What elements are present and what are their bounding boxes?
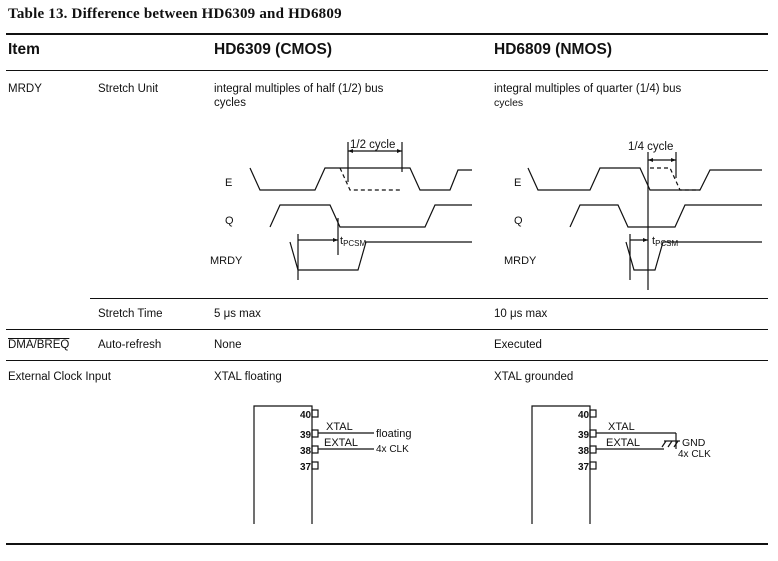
pin2-39: 39 xyxy=(578,430,590,441)
timing2-cycle-label: 1/4 cycle xyxy=(628,141,673,153)
row-mrdy-hd6309-line2: cycles xyxy=(214,97,246,109)
row-mrdy-hd6309-line1: integral multiples of half (1/2) bus xyxy=(214,83,384,95)
row-stretch-time-hd6309: 5 μs max xyxy=(214,308,261,320)
timing2-tpcsm-label: t xyxy=(652,235,655,247)
pin1-38: 38 xyxy=(300,446,312,457)
stretch-time-rule xyxy=(90,298,768,299)
pin-diagram-hd6309: 40 39 38 37 XTAL EXTAL floating 4x CLK xyxy=(253,405,411,524)
dma-rule xyxy=(6,329,768,330)
timing1-signal-q: Q xyxy=(225,215,234,227)
svg-text:tPCSM: tPCSM xyxy=(652,235,679,248)
pin1-37: 37 xyxy=(300,462,312,473)
timing1-cycle-label: 1/2 cycle xyxy=(350,139,395,151)
bottom-rule xyxy=(6,543,768,545)
timing1-signal-mrdy: MRDY xyxy=(210,255,243,267)
row-mrdy-stretch-unit: Stretch Unit xyxy=(98,83,159,95)
pin-diagram-hd6809: 40 39 38 37 XTAL EXTAL GND 4x CLK xyxy=(531,405,711,524)
row-dma-auto-refresh: Auto-refresh xyxy=(98,339,162,351)
timing1-tpcsm-label: t xyxy=(340,235,343,247)
pin1-40: 40 xyxy=(300,410,312,421)
row-dma-hd6309: None xyxy=(214,339,242,351)
row-stretch-time-label: Stretch Time xyxy=(98,308,163,320)
row-mrdy-hd6809-line1: integral multiples of quarter (1/4) bus xyxy=(494,83,682,95)
row-clock-hd6309: XTAL floating xyxy=(214,371,282,383)
timing-diagram-hd6309: 1/2 cycle E Q MRDY tPCSM xyxy=(210,139,472,280)
header-item: Item xyxy=(8,41,40,58)
row-dma-hd6809: Executed xyxy=(494,339,542,351)
timing1-signal-e: E xyxy=(225,177,232,189)
row-stretch-time-hd6809: 10 μs max xyxy=(494,308,548,320)
row-mrdy-item: MRDY xyxy=(8,83,42,95)
pin2-xtal-label: XTAL xyxy=(608,421,635,433)
row-clock-item: External Clock Input xyxy=(8,371,111,383)
clock-rule xyxy=(6,360,768,361)
header-hd6809: HD6809 (NMOS) xyxy=(494,41,612,58)
timing2-signal-e: E xyxy=(514,177,521,189)
timing2-signal-mrdy: MRDY xyxy=(504,255,537,267)
pin1-xtal-label: XTAL xyxy=(326,421,353,433)
pin2-extal-label: EXTAL xyxy=(606,437,640,449)
svg-text:tPCSM: tPCSM xyxy=(340,235,367,248)
timing2-tpcsm-subscript: PCSM xyxy=(655,239,678,248)
header-rule xyxy=(6,70,768,71)
row-dma-item: DMA/BREQ xyxy=(8,339,70,351)
pin2-gnd-note: GND xyxy=(682,437,706,449)
pin2-37: 37 xyxy=(578,462,590,473)
row-clock-hd6809: XTAL grounded xyxy=(494,371,574,383)
header-hd6309: HD6309 (CMOS) xyxy=(214,41,332,58)
pin1-clock-note: 4x CLK xyxy=(376,444,409,455)
table-title: Table 13. Difference between HD6309 and … xyxy=(8,6,342,22)
timing1-tpcsm-subscript: PCSM xyxy=(343,239,366,248)
row-mrdy-hd6809-line2: cycles xyxy=(494,97,524,109)
pin2-clock-note: 4x CLK xyxy=(678,449,711,460)
pin1-39: 39 xyxy=(300,430,312,441)
pin2-38: 38 xyxy=(578,446,590,457)
timing-diagram-hd6809: 1/4 cycle E Q MRDY tPCSM xyxy=(504,141,762,290)
pin2-40: 40 xyxy=(578,410,590,421)
title-rule xyxy=(6,33,768,35)
pin1-floating-note: floating xyxy=(376,428,411,440)
pin1-extal-label: EXTAL xyxy=(324,437,358,449)
timing2-signal-q: Q xyxy=(514,215,523,227)
